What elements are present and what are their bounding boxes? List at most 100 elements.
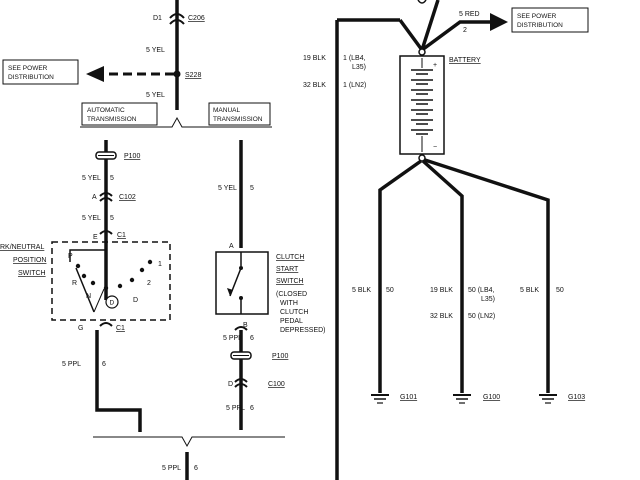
contact-dot bbox=[129, 277, 135, 283]
wire-label: 6 bbox=[250, 335, 254, 342]
wire-label: 50 (LB4, bbox=[468, 287, 495, 294]
wire-label: 2 bbox=[463, 27, 467, 34]
wire-blk-diag bbox=[398, 18, 424, 52]
clutch-label: DEPRESSED) bbox=[280, 327, 326, 334]
wire-red-power bbox=[420, 20, 490, 52]
contact-dot bbox=[147, 259, 153, 265]
wire-label: 5 PPL bbox=[162, 465, 181, 472]
ground-label: G103 bbox=[568, 394, 585, 401]
park-neutral-label: POSITION bbox=[13, 257, 46, 264]
pin-label: A bbox=[229, 243, 234, 250]
clutch-label: CLUTCH bbox=[276, 254, 304, 261]
wire-label: L35) bbox=[481, 296, 495, 303]
park-neutral-label: RK/NEUTRAL bbox=[0, 244, 44, 251]
wire-label: 50 (LN2) bbox=[468, 313, 495, 320]
ground-g103-icon bbox=[539, 394, 557, 404]
wire-label: 50 bbox=[556, 287, 564, 294]
wire-label: 5 PPL bbox=[223, 335, 242, 342]
clutch-label: PEDAL bbox=[280, 318, 303, 325]
ground-g100-icon bbox=[453, 394, 471, 404]
c1-label: C1 bbox=[116, 325, 125, 332]
pos-label: R bbox=[72, 280, 77, 287]
connector-b-symbol bbox=[234, 326, 248, 331]
clutch-label: WITH bbox=[280, 300, 298, 307]
see-power-box-right bbox=[511, 7, 589, 33]
splice-s228-dot bbox=[173, 70, 181, 78]
battery-terminal-neg bbox=[418, 154, 426, 162]
wire-label: 5 YEL bbox=[82, 215, 101, 222]
wire-label: 32 BLK bbox=[430, 313, 453, 320]
switch-common bbox=[69, 249, 106, 262]
wire-label: 5 BLK bbox=[520, 287, 539, 294]
wire-label: 5 YEL bbox=[146, 92, 165, 99]
pin-label: A bbox=[92, 194, 97, 201]
ground-label: G100 bbox=[483, 394, 500, 401]
contact-dot bbox=[103, 285, 109, 291]
s228-label: S228 bbox=[185, 72, 201, 79]
wire-label: 5 YEL bbox=[218, 185, 237, 192]
bracket-merge bbox=[93, 436, 285, 448]
wire-label: 5 YEL bbox=[82, 175, 101, 182]
c100-label: C100 bbox=[268, 381, 285, 388]
wire-label: 5 bbox=[250, 185, 254, 192]
see-power-label: DISTRIBUTION bbox=[517, 22, 563, 29]
wire-label: 5 YEL bbox=[146, 47, 165, 54]
battery-cells bbox=[411, 69, 433, 135]
battery-minus-label: − bbox=[433, 144, 437, 151]
indicator-label: D bbox=[110, 300, 115, 307]
auto-trans-label: AUTOMATIC bbox=[87, 107, 125, 114]
p100-label: P100 bbox=[124, 153, 140, 160]
battery-terminal-pos bbox=[418, 48, 426, 56]
contact-dot bbox=[139, 267, 145, 273]
connector-c206-symbol-2 bbox=[169, 19, 185, 25]
switch-arm bbox=[75, 267, 95, 313]
clutch-switch-box bbox=[215, 251, 269, 315]
arrow-left-icon bbox=[86, 66, 104, 82]
wire-ppl-auto bbox=[95, 330, 142, 432]
contact-dot bbox=[90, 280, 96, 286]
pin-label: D bbox=[228, 381, 233, 388]
clutch-label: SWITCH bbox=[276, 278, 304, 285]
pin-label: B bbox=[243, 322, 248, 329]
wire-label: 19 BLK bbox=[303, 55, 326, 62]
connector-c206-symbol bbox=[169, 13, 185, 19]
pin-label: E bbox=[93, 234, 98, 241]
c206-label: C206 bbox=[188, 15, 205, 22]
connector-c1-bottom-symbol bbox=[99, 322, 113, 327]
wire-label: L35) bbox=[352, 64, 366, 71]
arrow-right-icon bbox=[490, 13, 508, 31]
wire-label: 50 bbox=[386, 287, 394, 294]
wire-red-top bbox=[420, 0, 440, 51]
connector-c100-symbol-2 bbox=[234, 383, 248, 388]
wire-label: 1 (LB4, bbox=[343, 55, 366, 62]
battery-label: BATTERY bbox=[449, 57, 481, 64]
c102-label: C102 bbox=[119, 194, 136, 201]
ground-g101-icon bbox=[371, 394, 389, 404]
connector-c100-symbol bbox=[234, 378, 248, 383]
connector-c102-symbol-2 bbox=[99, 197, 113, 202]
clutch-label: (CLOSED bbox=[276, 291, 307, 298]
wire-label: 6 bbox=[102, 361, 106, 368]
indicator-circle bbox=[105, 295, 119, 309]
wire-label: 5 BLK bbox=[352, 287, 371, 294]
wire-label: 6 bbox=[194, 465, 198, 472]
wire-blk-g101 bbox=[378, 159, 423, 393]
clutch-label: START bbox=[276, 266, 299, 273]
battery-plus-label: + bbox=[433, 62, 437, 69]
see-power-box-left bbox=[2, 59, 79, 85]
wire-stub bbox=[417, 0, 427, 4]
ground-label: G101 bbox=[400, 394, 417, 401]
c1-label: C1 bbox=[117, 232, 126, 239]
pos-label: P bbox=[68, 253, 73, 260]
auto-trans-label: TRANSMISSION bbox=[87, 116, 137, 123]
auto-trans-box bbox=[81, 102, 158, 126]
wire-label: 5 bbox=[110, 215, 114, 222]
bracket-split bbox=[80, 116, 272, 128]
park-neutral-switch-box bbox=[51, 241, 171, 321]
pos-label: D bbox=[133, 297, 138, 304]
wire-label: 5 bbox=[110, 175, 114, 182]
wire-label: 5 PPL bbox=[62, 361, 81, 368]
see-power-label: SEE POWER bbox=[8, 65, 48, 72]
wire-label: 6 bbox=[250, 405, 254, 412]
